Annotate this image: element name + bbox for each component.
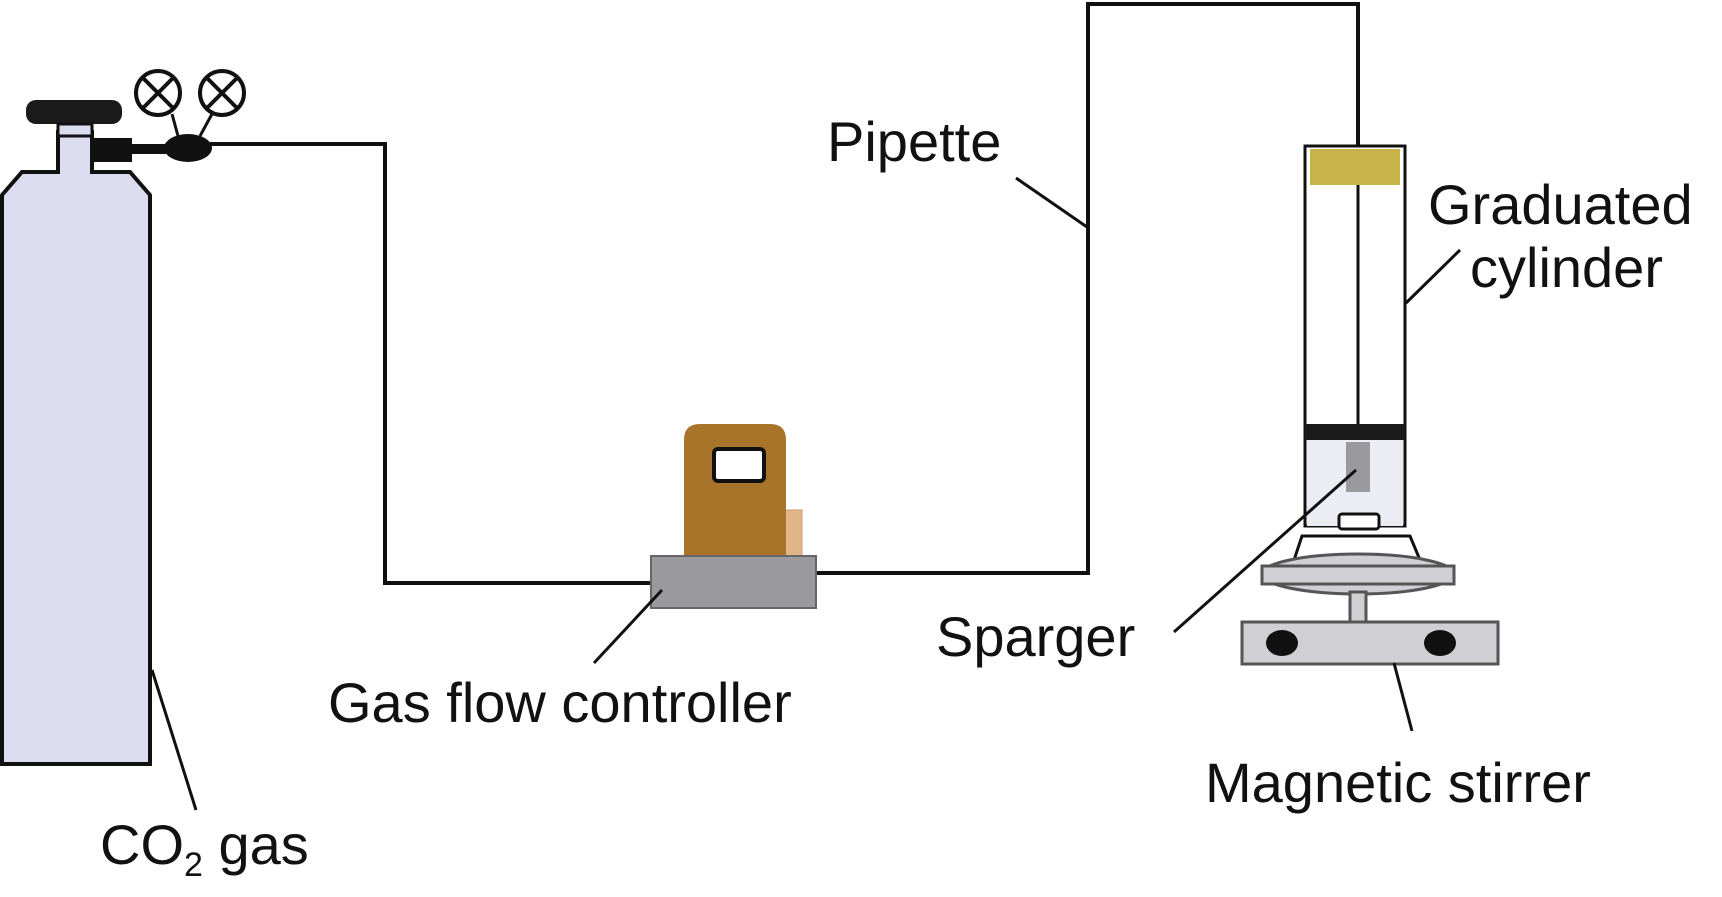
gas-flow-controller	[650, 424, 817, 609]
stirrer-plate-rim	[1260, 564, 1456, 586]
leader-magnetic-stirrer	[1392, 662, 1414, 732]
stir-bar	[1337, 512, 1381, 531]
label-gas-flow-controller: Gas flow controller	[328, 671, 792, 734]
cylinder-cap	[26, 100, 122, 124]
co2-gas-cylinder	[0, 69, 246, 766]
regulator-body	[164, 134, 212, 162]
label-sparger: Sparger	[936, 605, 1135, 668]
label-co2-subscript: 2	[184, 846, 203, 884]
gas-tube-to-cylinder	[815, 2, 1360, 575]
leader-sparger	[1173, 468, 1357, 634]
cylinder-cap	[1310, 149, 1400, 185]
controller-body	[684, 424, 786, 558]
gauge-stem-left	[170, 113, 180, 137]
stirrer-foot-left	[1266, 630, 1298, 656]
label-graduated-line2: cylinder	[1470, 236, 1663, 299]
regulator-stem	[130, 144, 166, 154]
leader-pipette	[1015, 176, 1088, 229]
stirrer-foot-right	[1424, 630, 1456, 656]
liquid-level-band	[1305, 424, 1405, 440]
graduated-cylinder	[1303, 144, 1407, 531]
sparger-block	[1346, 442, 1370, 492]
controller-base	[650, 555, 817, 609]
magnetic-stirrer	[1240, 534, 1500, 666]
label-co2-suffix: gas	[203, 813, 309, 876]
controller-display	[712, 447, 766, 483]
cylinder-body	[0, 130, 152, 766]
label-graduated-line1: Graduated	[1428, 173, 1693, 236]
label-magnetic-stirrer: Magnetic stirrer	[1205, 751, 1591, 814]
label-pipette: Pipette	[827, 110, 1001, 173]
leader-gas-flow-controller	[592, 588, 664, 665]
label-co2-gas: CO2 gas	[100, 813, 309, 884]
stirrer-column	[1348, 590, 1368, 626]
regulator-connector	[94, 138, 132, 162]
gas-tube-to-controller	[210, 142, 651, 585]
leader-co2-gas	[150, 669, 198, 811]
gauge-stem-right	[198, 113, 214, 137]
leader-graduated-cylinder	[1404, 248, 1462, 305]
pressure-gauge-icon-right	[198, 69, 246, 117]
label-co2-main: CO	[100, 813, 184, 876]
cylinder-neck	[56, 122, 94, 138]
pressure-gauge-icon-left	[134, 69, 182, 117]
